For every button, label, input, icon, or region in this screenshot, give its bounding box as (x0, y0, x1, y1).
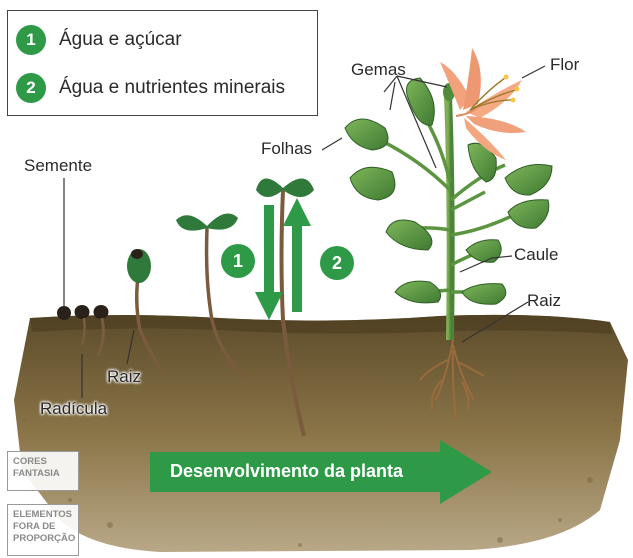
label-folhas: Folhas (261, 139, 313, 158)
note-proportion: ELEMENTOS FORA DE PROPORÇÃO (7, 504, 79, 556)
mature-plant (344, 48, 553, 421)
young-seedling (176, 213, 248, 380)
label-semente: Semente (24, 156, 93, 175)
legend-text-2: Água e nutrientes minerais (59, 77, 286, 98)
development-arrow (150, 440, 492, 504)
legend-badge-1: 1 (16, 25, 46, 55)
flow-arrow-down (255, 205, 283, 320)
note-colors: CORES FANTASIA (7, 451, 79, 491)
tall-seedling (256, 178, 314, 437)
development-arrow-label: Desenvolvimento da planta (170, 461, 404, 481)
flower (440, 48, 526, 160)
label-radicula: Radícula (40, 399, 108, 418)
legend-badge-2: 2 (16, 73, 46, 103)
label-caule: Caule (514, 245, 559, 264)
seeds (57, 305, 109, 357)
germinating-seedling (127, 249, 164, 373)
soil (14, 314, 628, 552)
legend-item-minerals: 2 Água e nutrientes minerais (16, 73, 285, 103)
flow-badge-1: 1 (221, 244, 255, 278)
flow-arrow-up (283, 198, 311, 312)
label-flor: Flor (550, 55, 580, 74)
legend-item-sugar: 1 Água e açúcar (16, 25, 182, 55)
flow-badge-2: 2 (320, 246, 354, 280)
legend-text-1: Água e açúcar (59, 29, 182, 50)
label-raiz-plant: Raiz (527, 291, 562, 310)
label-raiz-seedling: Raiz (107, 367, 142, 386)
legend: 1 Água e açúcar 2 Água e nutrientes mine… (7, 10, 318, 116)
leader-lines (63, 65, 546, 398)
label-gemas: Gemas (351, 60, 406, 79)
